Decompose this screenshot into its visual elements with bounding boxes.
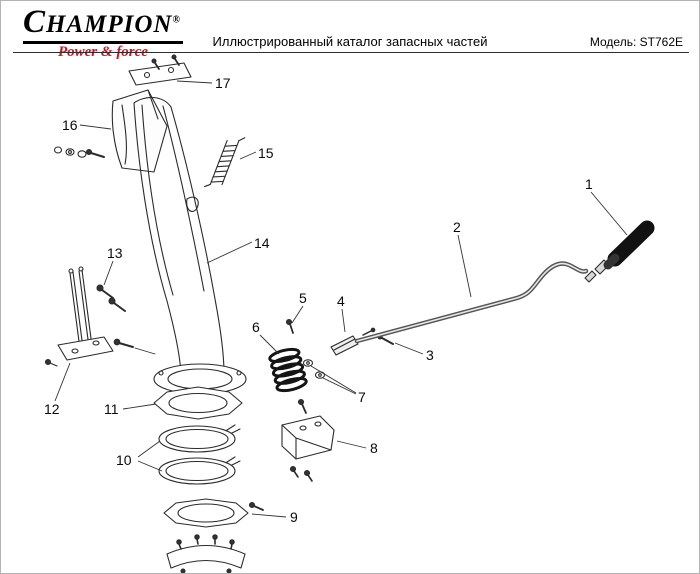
leader-10b: [137, 460, 163, 472]
deflector-washers-bolt: [53, 146, 105, 158]
part-label-11: 11: [104, 401, 119, 417]
part-label-10: 10: [116, 452, 132, 468]
part-1-handle-grip: [603, 220, 655, 270]
part-13-bolts: [96, 284, 126, 312]
part-7-washers: [302, 359, 326, 379]
brand-tagline: Power & force: [57, 43, 148, 60]
part-label-7: 7: [358, 389, 366, 405]
part-6-spiral: [268, 347, 308, 393]
leader-7b: [322, 377, 357, 395]
part-label-8: 8: [370, 440, 378, 456]
leader-12: [54, 362, 71, 402]
part-label-17: 17: [215, 75, 231, 91]
header: CHAMPION® Power & force Иллюстрированный…: [1, 1, 699, 60]
leader-7a: [310, 365, 357, 394]
part-label-1: 1: [585, 176, 593, 192]
leader-16: [79, 124, 112, 130]
leader-5: [291, 305, 304, 324]
part-11-flange-ring: [153, 386, 243, 420]
part-label-4: 4: [337, 293, 345, 309]
bottom-clamp: [166, 534, 246, 573]
part-5-bolt: [285, 318, 294, 334]
leader-15: [239, 151, 257, 160]
leader-4: [341, 308, 346, 333]
brand-wordmark: CHAMPION®: [23, 5, 183, 44]
part-label-15: 15: [258, 145, 274, 161]
leader-9: [251, 513, 287, 518]
page-title: Иллюстрированный каталог запасных частей: [212, 34, 488, 49]
part-10-retainer-rings: [158, 424, 241, 485]
part-label-13: 13: [107, 245, 123, 261]
leader-3: [394, 342, 424, 355]
part-label-2: 2: [453, 219, 461, 235]
part-label-6: 6: [252, 319, 260, 335]
brand-rest: HAMPION: [46, 11, 173, 38]
part-8-mount-bracket: [281, 398, 335, 482]
part-12-rod-bracket: [44, 266, 156, 367]
leader-2: [457, 234, 472, 298]
leader-14: [206, 241, 253, 264]
leader-13: [103, 260, 114, 286]
part-label-12: 12: [44, 401, 60, 417]
part-label-9: 9: [290, 509, 298, 525]
part-label-3: 3: [426, 347, 434, 363]
part-14-chute-body: [133, 96, 247, 395]
part-label-14: 14: [254, 235, 270, 251]
part-2-crank-rod: [354, 259, 610, 344]
header-divider: [13, 52, 689, 53]
part-15-spring: [204, 137, 246, 188]
leader-11: [122, 403, 157, 410]
leader-17: [176, 80, 213, 84]
champion-logo: CHAMPION® Power & force: [23, 5, 183, 61]
part-16-deflector: [111, 89, 168, 173]
model-label: Модель: ST762E: [589, 35, 683, 49]
leader-10a: [137, 440, 161, 458]
leader-1: [590, 191, 628, 236]
part-label-16: 16: [62, 117, 78, 133]
part-4-rod-coupler: [330, 327, 376, 356]
leader-6: [259, 334, 280, 355]
registered-mark-icon: ®: [172, 14, 180, 26]
brand-initial: C: [23, 4, 47, 40]
part-9-ring: [163, 498, 264, 528]
leader-8: [336, 440, 367, 449]
part-label-5: 5: [299, 290, 307, 306]
part-17-top-bracket: [128, 54, 192, 86]
